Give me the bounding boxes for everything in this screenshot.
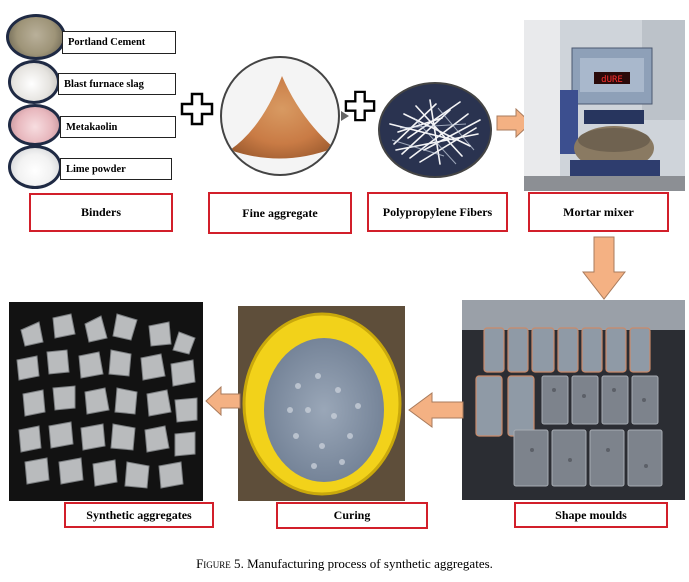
small-arrow-icon [341, 111, 349, 121]
polypropylene-fibers-photo [378, 82, 492, 178]
curing-photo [238, 306, 405, 501]
left-arrow-icon [205, 386, 241, 416]
mortar-mixer-box: Mortar mixer [528, 192, 669, 232]
binders-box: Binders [29, 193, 173, 232]
shape-moulds-box: Shape moulds [514, 502, 668, 528]
blast-furnace-slag-sample [8, 60, 60, 104]
curing-box: Curing [276, 502, 428, 529]
figure-caption: Figure 5. Manufacturing process of synth… [0, 556, 689, 572]
synthetic-aggregates-photo [9, 302, 203, 501]
lime-powder-sample [8, 145, 62, 189]
fine-aggregate-box: Fine aggregate [208, 192, 352, 234]
figure-label: Figure 5 [196, 556, 241, 571]
plus-icon [180, 92, 214, 126]
polypropylene-fibers-box: Polypropylene Fibers [367, 192, 508, 232]
metakaolin-sample [8, 104, 62, 146]
plus-icon [344, 90, 376, 122]
portland-cement-label: Portland Cement [62, 31, 176, 54]
lime-powder-label: Lime powder [60, 158, 172, 180]
sand-pile [230, 76, 334, 159]
portland-cement-sample [6, 14, 66, 60]
metakaolin-label: Metakaolin [60, 116, 176, 138]
down-arrow-icon [582, 236, 626, 300]
blast-furnace-slag-label: Blast furnace slag [58, 73, 176, 95]
figure-caption-text: . Manufacturing process of synthetic agg… [240, 556, 493, 571]
fine-aggregate-photo [220, 56, 340, 176]
mixer-display: dURE [601, 75, 623, 85]
shape-moulds-photo [462, 300, 685, 500]
fiber-strands [389, 99, 481, 165]
mortar-mixer-photo: dURE [524, 20, 685, 191]
synthetic-aggregates-box: Synthetic aggregates [64, 502, 214, 528]
left-arrow-icon [408, 392, 464, 428]
right-arrow-icon [496, 108, 532, 138]
